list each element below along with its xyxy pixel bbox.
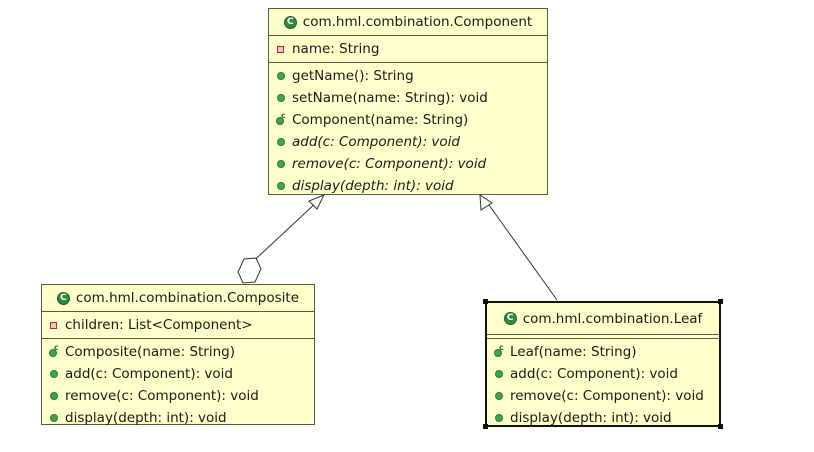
method-row[interactable]: add(c: Component): void [42,363,314,385]
field-label: name: String [292,41,380,57]
selection-handle-top-right[interactable] [718,299,723,304]
public-method-icon [495,414,503,422]
public-method-icon [50,392,58,400]
composite-generalization-edge[interactable] [237,194,326,284]
generalization-arrowhead [479,194,493,211]
method-row[interactable]: remove(c: Component): void [269,153,547,175]
method-label: Leaf(name: String) [510,344,637,360]
class-header: C com.hml.combination.Component [269,9,547,36]
method-row[interactable]: display(depth: int): void [42,407,314,429]
public-method-icon [277,94,285,102]
class-composite[interactable]: C com.hml.combination.Composite children… [41,284,315,426]
class-header: C com.hml.combination.Leaf [487,303,719,335]
method-row[interactable]: add(c: Component): void [487,363,719,385]
class-icon: C [503,312,517,325]
class-name: com.hml.combination.Composite [75,290,300,306]
constructor-row[interactable]: c Component(name: String) [269,109,547,131]
constructor-icon: c [494,343,504,358]
method-label: getName(): String [292,68,414,84]
method-label: Component(name: String) [292,112,469,128]
field-label: children: List<Component> [65,317,253,333]
public-method-icon [277,160,285,168]
method-row[interactable]: remove(c: Component): void [487,385,719,407]
class-header: C com.hml.combination.Composite [42,285,314,312]
method-label: remove(c: Component): void [292,156,487,172]
selection-handle-bottom-right[interactable] [718,424,723,429]
public-method-icon [50,370,58,378]
method-label: display(depth: int): void [292,178,454,194]
fields-section: children: List<Component> [42,312,314,339]
public-method-icon [277,72,285,80]
method-row[interactable]: display(depth: int): void [269,175,547,197]
constructor-icon: c [276,111,286,126]
class-component[interactable]: C com.hml.combination.Component name: St… [268,8,548,195]
method-label: add(c: Component): void [510,366,678,382]
method-label: add(c: Component): void [65,366,233,382]
class-icon: C [56,291,70,305]
class-name: com.hml.combination.Leaf [522,310,703,327]
field-row[interactable]: name: String [269,38,547,60]
generalization-arrowhead [308,194,326,210]
class-leaf[interactable]: C com.hml.combination.Leaf c Leaf(name: S… [485,301,721,427]
method-label: add(c: Component): void [292,134,460,150]
selection-handle-top-left[interactable] [483,299,488,304]
field-row[interactable]: children: List<Component> [42,314,314,336]
private-field-icon [50,321,57,329]
method-label: display(depth: int): void [510,410,672,426]
methods-section: c Composite(name: String) add(c: Component… [42,339,314,431]
aggregation-diamond [237,257,262,284]
public-method-icon [277,138,285,146]
method-row[interactable]: display(depth: int): void [487,407,719,429]
methods-section: getName(): String setName(name: String): … [269,63,547,199]
class-name: com.hml.combination.Component [302,14,533,30]
fields-section: name: String [269,36,547,63]
fields-section [487,335,719,339]
method-label: remove(c: Component): void [510,388,704,404]
public-method-icon [50,414,58,422]
public-method-icon [277,182,285,190]
method-label: display(depth: int): void [65,410,227,426]
constructor-icon: c [49,343,59,358]
private-field-icon [277,45,284,53]
method-row[interactable]: getName(): String [269,65,547,87]
class-icon: C [283,15,297,29]
method-label: Composite(name: String) [65,344,235,360]
method-row[interactable]: setName(name: String): void [269,87,547,109]
public-method-icon [495,392,503,400]
method-row[interactable]: remove(c: Component): void [42,385,314,407]
constructor-row[interactable]: c Leaf(name: String) [487,341,719,363]
public-method-icon [495,370,503,378]
method-label: remove(c: Component): void [65,388,259,404]
methods-section: c Leaf(name: String) add(c: Component): vo… [487,339,719,431]
selection-handle-bottom-left[interactable] [483,424,488,429]
constructor-row[interactable]: c Composite(name: String) [42,341,314,363]
method-label: setName(name: String): void [292,90,488,106]
leaf-generalization-edge[interactable] [479,194,558,301]
method-row[interactable]: add(c: Component): void [269,131,547,153]
